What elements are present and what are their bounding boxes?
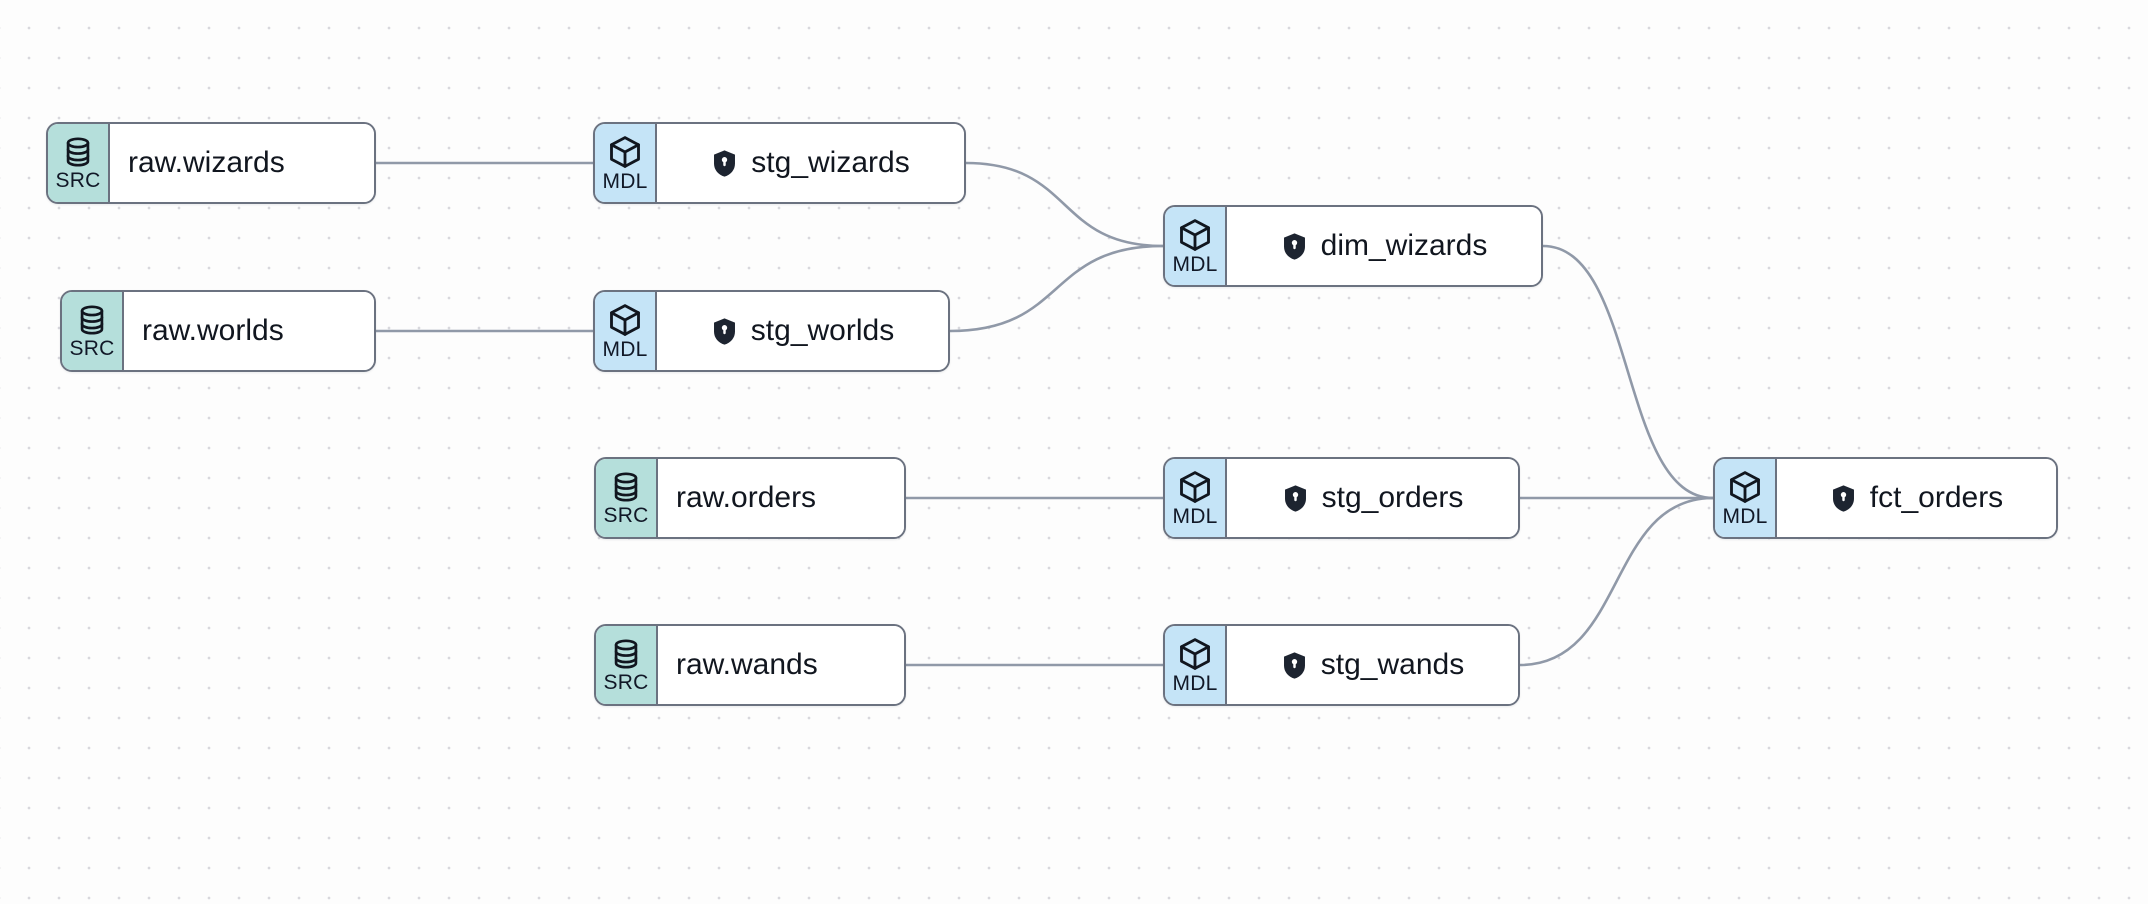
node-label: stg_orders (1321, 481, 1464, 514)
node-type-badge-raw_wizards: SRC (48, 124, 110, 202)
node-raw_wizards[interactable]: SRC raw.wizards (46, 122, 376, 204)
badge-label: MDL (1172, 504, 1218, 528)
node-stg_worlds[interactable]: MDL stg_worlds (593, 290, 950, 372)
node-label: stg_wands (1320, 648, 1465, 681)
node-raw_orders[interactable]: SRC raw.orders (594, 457, 906, 539)
shield-lock-icon (1281, 651, 1308, 680)
edge-stg_wizards-to-dim_wizards (964, 161, 1165, 248)
node-type-badge-raw_orders: SRC (596, 459, 658, 537)
badge-label: MDL (1172, 671, 1218, 695)
cube-icon (607, 302, 643, 338)
badge-label: MDL (1722, 504, 1768, 528)
node-stg_wands[interactable]: MDL stg_wands (1163, 624, 1520, 706)
node-label: fct_orders (1869, 481, 2004, 514)
cube-icon (1177, 636, 1213, 672)
node-type-badge-raw_wands: SRC (596, 626, 658, 704)
shield-lock-icon (1281, 232, 1308, 261)
database-icon (609, 470, 643, 504)
node-fct_orders[interactable]: MDL fct_orders (1713, 457, 2058, 539)
node-body-raw_wands: raw.wands (658, 626, 904, 704)
node-type-badge-stg_wands: MDL (1165, 626, 1227, 704)
database-icon (609, 637, 643, 671)
node-type-badge-stg_orders: MDL (1165, 459, 1227, 537)
node-dim_wizards[interactable]: MDL dim_wizards (1163, 205, 1543, 287)
edge-dim_wizards-to-fct_orders (1541, 244, 1715, 500)
node-body-stg_orders: stg_orders (1227, 459, 1518, 537)
node-type-badge-fct_orders: MDL (1715, 459, 1777, 537)
node-stg_wizards[interactable]: MDL stg_wizards (593, 122, 966, 204)
node-body-raw_worlds: raw.worlds (124, 292, 374, 370)
node-body-stg_worlds: stg_worlds (657, 292, 948, 370)
node-body-raw_wizards: raw.wizards (110, 124, 374, 202)
edge-stg_wands-to-fct_orders (1518, 496, 1715, 667)
badge-label: SRC (69, 336, 115, 360)
cube-icon (1177, 217, 1213, 253)
shield-lock-icon (711, 149, 738, 178)
node-type-badge-dim_wizards: MDL (1165, 207, 1227, 285)
shield-lock-icon (1282, 484, 1309, 513)
node-label: raw.wizards (128, 146, 285, 179)
node-body-stg_wizards: stg_wizards (657, 124, 964, 202)
node-body-stg_wands: stg_wands (1227, 626, 1518, 704)
node-stg_orders[interactable]: MDL stg_orders (1163, 457, 1520, 539)
cube-icon (607, 134, 643, 170)
cube-icon (1727, 469, 1763, 505)
badge-label: MDL (602, 169, 648, 193)
shield-lock-icon (1830, 484, 1857, 513)
node-type-badge-raw_worlds: SRC (62, 292, 124, 370)
cube-icon (1177, 469, 1213, 505)
node-label: stg_worlds (750, 314, 895, 347)
node-label: raw.worlds (142, 314, 284, 347)
shield-lock-icon (711, 317, 738, 346)
node-label: stg_wizards (751, 146, 910, 179)
node-body-fct_orders: fct_orders (1777, 459, 2056, 537)
node-type-badge-stg_worlds: MDL (595, 292, 657, 370)
node-label: raw.orders (676, 481, 817, 514)
database-icon (61, 135, 95, 169)
node-label: dim_wizards (1320, 229, 1488, 262)
badge-label: SRC (55, 168, 101, 192)
node-raw_wands[interactable]: SRC raw.wands (594, 624, 906, 706)
badge-label: SRC (603, 503, 649, 527)
node-body-raw_orders: raw.orders (658, 459, 904, 537)
node-type-badge-stg_wizards: MDL (595, 124, 657, 202)
badge-label: MDL (1172, 252, 1218, 276)
node-body-dim_wizards: dim_wizards (1227, 207, 1541, 285)
badge-label: MDL (602, 337, 648, 361)
badge-label: SRC (603, 670, 649, 694)
database-icon (75, 303, 109, 337)
node-raw_worlds[interactable]: SRC raw.worlds (60, 290, 376, 372)
edge-stg_worlds-to-dim_wizards (948, 244, 1165, 333)
node-label: raw.wands (676, 648, 818, 681)
